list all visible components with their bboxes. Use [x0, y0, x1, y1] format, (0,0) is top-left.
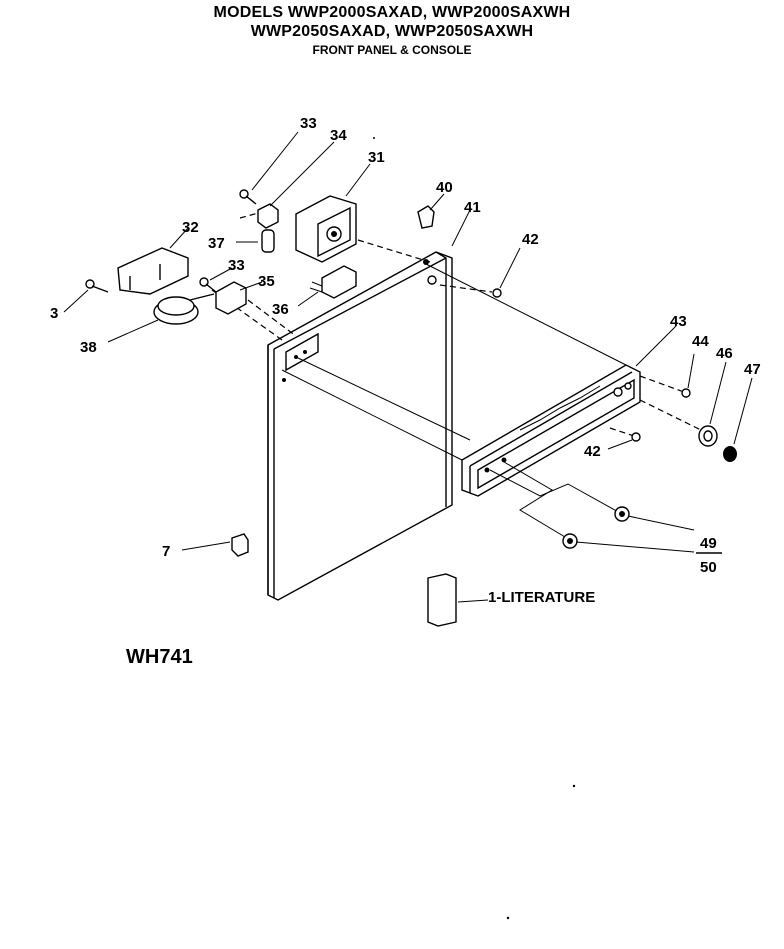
callout-42-bottom: 42: [584, 443, 601, 460]
callout-7: 7: [162, 543, 170, 560]
callout-44: 44: [692, 333, 709, 350]
callout-3: 3: [50, 305, 58, 322]
callout-38: 38: [80, 339, 97, 356]
diagram-code: WH741: [126, 646, 193, 668]
callout-36: 36: [272, 301, 289, 318]
callout-47: 47: [744, 361, 761, 378]
literature-label: 1-LITERATURE: [488, 589, 595, 606]
callout-33-mid: 33: [228, 257, 245, 274]
callout-40: 40: [436, 179, 453, 196]
leader-lines: [63, 131, 753, 603]
callout-42-top: 42: [522, 231, 539, 248]
callout-50: 50: [700, 559, 717, 576]
parts: [85, 189, 737, 627]
callout-34: 34: [330, 127, 347, 144]
callout-49: 49: [700, 535, 717, 552]
diagram-subtitle: FRONT PANEL & CONSOLE: [312, 43, 472, 57]
callout-43: 43: [670, 313, 687, 330]
front-panel: [267, 251, 453, 601]
console: [461, 364, 641, 497]
diagram-title-models-2: WWP2050SAXAD, WWP2050SAXWH: [250, 23, 534, 40]
callout-35: 35: [258, 273, 275, 290]
callout-32: 32: [182, 219, 199, 236]
callout-33-top: 33: [300, 115, 317, 132]
callout-41: 41: [464, 199, 481, 216]
callout-labels: 33 34 31 40 41 42 32 37 33 35 3 36 38 43…: [50, 115, 761, 606]
callout-46: 46: [716, 345, 733, 362]
callout-31: 31: [368, 149, 385, 166]
diagram-title-models-1: MODELS WWP2000SAXAD, WWP2000SAXWH: [213, 4, 571, 21]
callout-37: 37: [208, 235, 225, 252]
assembly-lines: [211, 211, 706, 541]
